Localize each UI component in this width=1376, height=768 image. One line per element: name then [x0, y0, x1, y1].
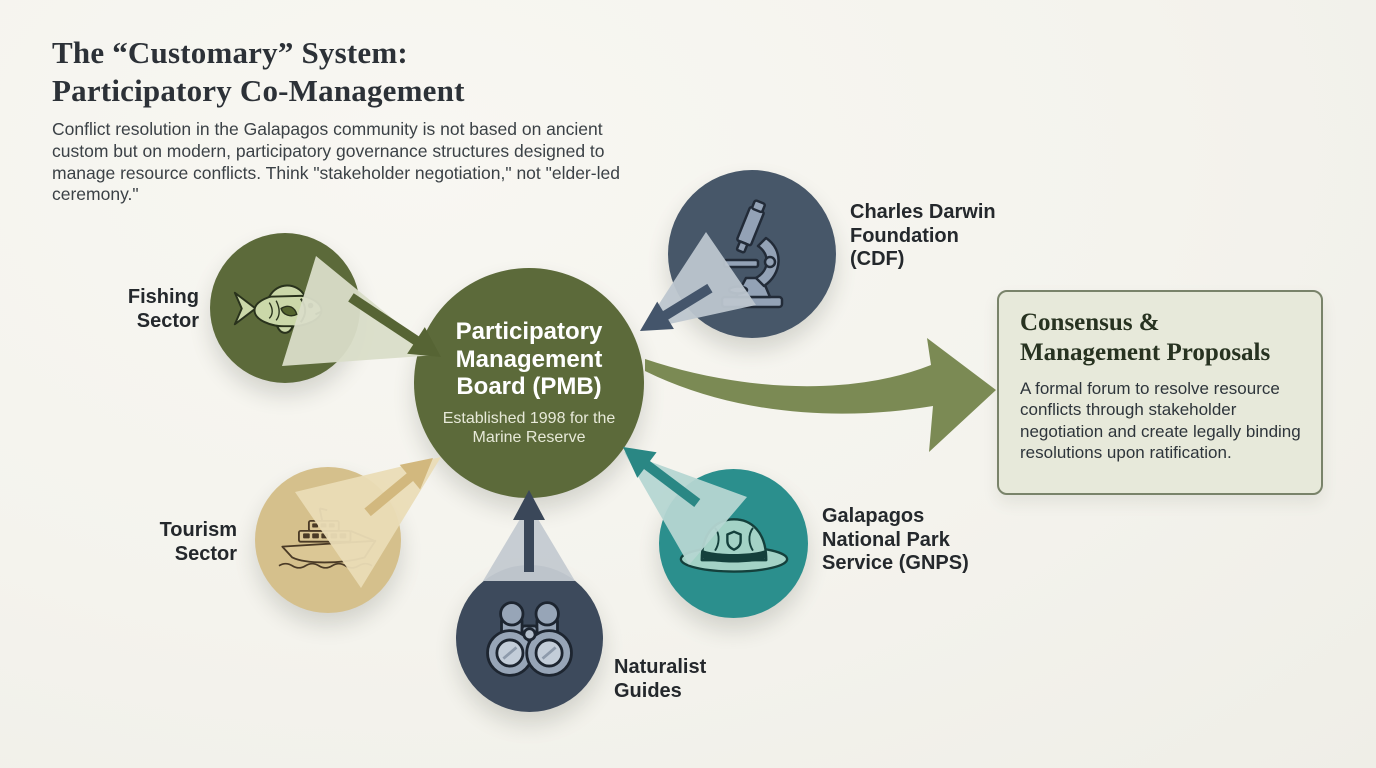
- outcome-title: Consensus & Management Proposals: [1020, 309, 1271, 366]
- ranger-hat-icon: [679, 517, 788, 573]
- outcome-body: A formal forum to resolve resource confl…: [1020, 379, 1301, 463]
- page-title-line1: The “Customary” System:: [52, 35, 408, 70]
- arrow-guides-to-pmb: [513, 490, 545, 572]
- arrow-pmb-to-outcome: [645, 338, 996, 452]
- label-cdf: Charles Darwin Foundation (CDF): [850, 201, 996, 270]
- fish-icon: [233, 284, 323, 334]
- node-charles-darwin-foundation: [668, 170, 836, 338]
- node-participatory-management-board: Participatory Management Board (PMB) Est…: [414, 268, 644, 498]
- label-gnps: Galapagos National Park Service (GNPS): [822, 505, 969, 574]
- label-fishing-sector: Fishing Sector: [127, 286, 199, 332]
- outcome-card: Consensus & Management Proposals A forma…: [997, 290, 1323, 495]
- label-tourism-sector: Tourism Sector: [159, 519, 237, 565]
- label-naturalist-guides: Naturalist Guides: [614, 656, 707, 702]
- node-tourism-sector: [255, 467, 401, 613]
- pmb-note: Established 1998 for the Marine Reserve: [442, 409, 616, 447]
- boat-icon: [278, 507, 377, 569]
- node-galapagos-national-park-service: [659, 469, 808, 618]
- node-naturalist-guides: [456, 565, 603, 712]
- microscope-icon: [720, 199, 784, 309]
- page-subtitle: Conflict resolution in the Galapagos com…: [52, 119, 620, 205]
- page-title-line2: Participatory Co-Management: [52, 73, 465, 108]
- node-fishing-sector: [210, 233, 360, 383]
- binoculars-icon: [486, 600, 573, 677]
- page-title: The “Customary” System: Participatory Co…: [52, 34, 612, 110]
- pmb-title: Participatory Management Board (PMB): [455, 318, 603, 401]
